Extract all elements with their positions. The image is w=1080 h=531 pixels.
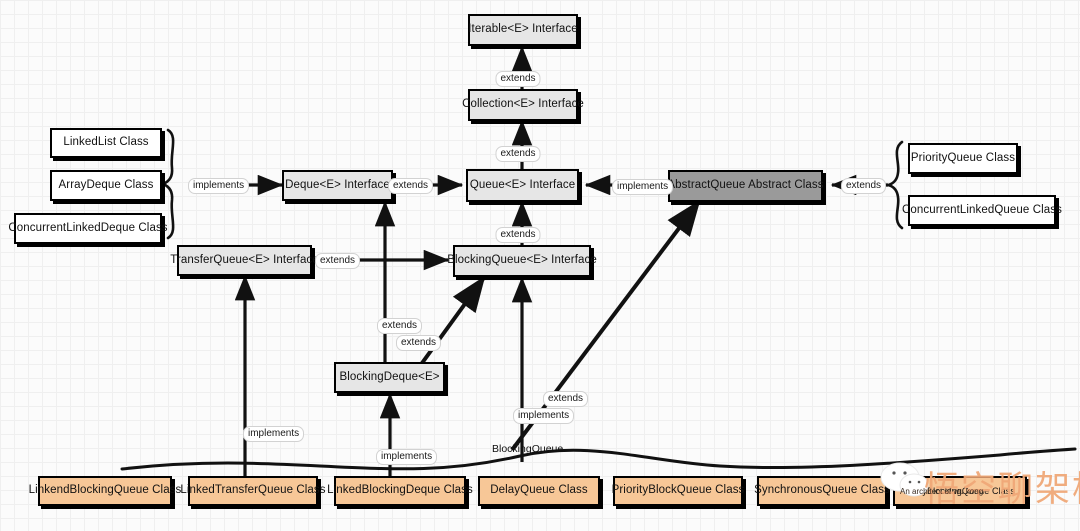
label-text: extends	[393, 180, 429, 191]
edge-label-abstractqueue-queue: implements	[612, 179, 674, 195]
edge-label-bottom-abstractqueue: extends	[543, 391, 589, 407]
edge-label-linkedtransferqueue-transferqueue: implements	[243, 426, 305, 442]
node-label: ConcurrentLinkedQueue Class	[902, 203, 1062, 216]
node-delayqueue[interactable]: DelayQueue Class	[478, 476, 600, 506]
right-brace	[887, 140, 904, 230]
blockingqueue-note: BlockingQueue	[492, 443, 563, 455]
node-linkedlist[interactable]: LinkedList Class	[50, 128, 162, 158]
node-deque[interactable]: Deque<E> Interface	[282, 170, 393, 201]
edge-label-group-deque: implements	[188, 178, 250, 194]
node-label: BlockingQueue<E> Interface	[447, 254, 597, 267]
left-brace	[159, 128, 175, 240]
label-text: BlockingQueue	[492, 443, 564, 455]
node-arrayblockingqueue[interactable]: ArrayBlockingQueue Class	[893, 476, 1027, 506]
node-label: ArrayBlockingQueue Class	[905, 485, 1015, 496]
label-text: extends	[500, 73, 536, 84]
node-linkedblockingdeque[interactable]: LinkedBlockingDeque Class	[327, 476, 473, 506]
node-label: LinkedTransferQueue Class	[180, 484, 326, 497]
label-text: extends	[548, 393, 584, 404]
node-concurrentlinkeddeque[interactable]: ConcurrentLinkedDeque Class	[8, 213, 168, 244]
node-label: AbstractQueue Abstract Class	[667, 179, 824, 192]
edge-label-linkedblockingdeque-blockingdeque: implements	[376, 449, 438, 465]
node-label: LinkendBlockingQueue Class	[28, 484, 182, 497]
node-blockingdeque[interactable]: BlockingDeque<E>	[334, 362, 445, 393]
label-text: extends	[382, 320, 418, 331]
label-text: implements	[193, 180, 245, 191]
node-abstractqueue[interactable]: AbstractQueue Abstract Class	[667, 170, 824, 202]
edge-label-blockingqueue-queue: extends	[495, 227, 541, 243]
node-concurrentlinkedqueue[interactable]: ConcurrentLinkedQueue Class	[902, 195, 1062, 226]
label-text: implements	[617, 181, 669, 192]
node-queue[interactable]: Queue<E> Interface	[466, 169, 579, 202]
edge-label-blockingdeque-blockingqueue: extends	[396, 335, 442, 351]
label-text: extends	[846, 180, 882, 191]
label-text: implements	[518, 410, 570, 421]
node-label: Deque<E> Interface	[285, 178, 390, 191]
node-label: PriorityBlockQueue Class	[611, 484, 745, 497]
node-label: LinkedList Class	[63, 136, 149, 149]
node-label: Iterable<E> Interface	[468, 23, 578, 36]
node-label: BlockingDeque<E>	[339, 370, 440, 383]
node-label: SynchronousQueue Class	[754, 484, 890, 497]
node-label: ConcurrentLinkedDeque Class	[8, 221, 168, 234]
edge-label-deque-queue: extends	[388, 178, 434, 194]
node-label: Queue<E> Interface	[469, 178, 576, 191]
node-label: PriorityQueue Class	[910, 151, 1016, 164]
label-text: extends	[401, 337, 437, 348]
label-text: extends	[320, 255, 356, 266]
node-label: ArrayDeque Class	[58, 178, 154, 191]
node-label: TransferQueue<E> Interface	[170, 253, 319, 266]
label-text: implements	[248, 428, 300, 439]
node-collection[interactable]: Collection<E> Interface	[462, 89, 584, 121]
label-text: implements	[381, 451, 433, 462]
node-priorityblockqueue[interactable]: PriorityBlockQueue Class	[611, 476, 745, 506]
label-text: extends	[500, 229, 536, 240]
edge-label-blockingdeque-deque: extends	[377, 318, 423, 334]
bottom-brace	[120, 447, 1077, 471]
node-iterable[interactable]: Iterable<E> Interface	[468, 14, 578, 46]
node-priorityqueue[interactable]: PriorityQueue Class	[908, 143, 1018, 174]
node-label: DelayQueue Class	[490, 484, 588, 497]
node-arraydeque[interactable]: ArrayDeque Class	[50, 170, 162, 201]
node-linkendblockingqueue[interactable]: LinkendBlockingQueue Class	[29, 476, 181, 506]
node-synchronousqueue[interactable]: SynchronousQueue Class	[754, 476, 890, 506]
node-blockingqueue[interactable]: BlockingQueue<E> Interface	[447, 245, 597, 277]
edge-label-collection-iterable: extends	[495, 71, 541, 87]
edge-label-queue-collection: extends	[495, 146, 541, 162]
label-text: extends	[500, 148, 536, 159]
edge-label-rightgroup-abstractqueue: extends	[841, 178, 887, 194]
edge-label-transferqueue-blockingqueue: extends	[315, 253, 361, 269]
edge-label-delayqueue-blockingqueue: implements	[513, 408, 575, 424]
node-label: LinkedBlockingDeque Class	[327, 484, 473, 497]
node-linkedtransferqueue[interactable]: LinkedTransferQueue Class	[180, 476, 326, 506]
node-transferqueue[interactable]: TransferQueue<E> Interface	[170, 245, 319, 276]
node-label: Collection<E> Interface	[462, 98, 584, 111]
